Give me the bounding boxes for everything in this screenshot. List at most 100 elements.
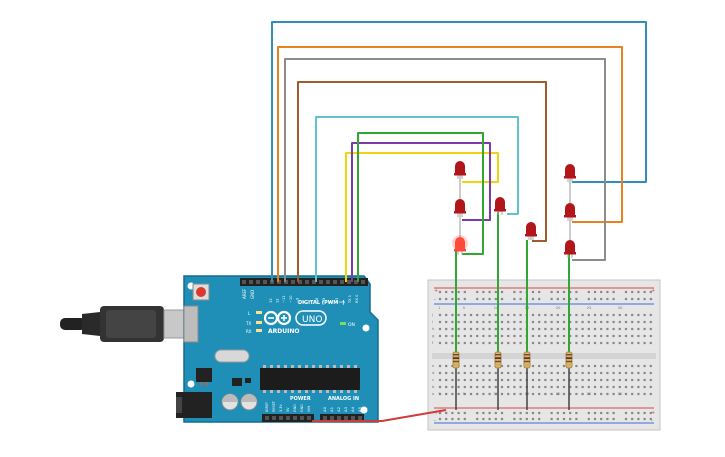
header-pin-hole[interactable]: [333, 280, 337, 284]
terminal-hole[interactable]: [562, 392, 566, 396]
terminal-hole[interactable]: [457, 371, 460, 375]
terminal-hole[interactable]: [581, 320, 584, 324]
wire-purple[interactable]: [351, 142, 491, 282]
terminal-hole[interactable]: [500, 378, 504, 382]
terminal-hole[interactable]: [606, 334, 609, 338]
terminal-hole[interactable]: [649, 327, 652, 331]
terminal-hole[interactable]: [507, 313, 510, 317]
terminal-hole[interactable]: [513, 313, 516, 317]
terminal-hole[interactable]: [457, 334, 460, 338]
rail-hole[interactable]: [562, 297, 566, 301]
terminal-hole[interactable]: [587, 378, 590, 382]
terminal-hole[interactable]: [538, 371, 541, 375]
terminal-hole[interactable]: [637, 327, 640, 331]
rail-hole[interactable]: [562, 290, 566, 294]
rail-hole[interactable]: [631, 417, 634, 421]
terminal-hole[interactable]: [488, 327, 491, 331]
terminal-hole[interactable]: [587, 327, 590, 331]
rail-hole[interactable]: [531, 297, 535, 301]
rail-hole[interactable]: [593, 290, 597, 294]
terminal-hole[interactable]: [575, 341, 578, 345]
terminal-hole[interactable]: [569, 392, 572, 396]
terminal-hole[interactable]: [556, 371, 559, 375]
terminal-hole[interactable]: [550, 341, 553, 345]
terminal-hole[interactable]: [587, 313, 590, 317]
terminal-hole[interactable]: [575, 378, 578, 382]
rail-hole[interactable]: [500, 417, 504, 421]
terminal-hole[interactable]: [649, 313, 652, 317]
terminal-hole[interactable]: [494, 371, 497, 375]
rail-hole[interactable]: [569, 411, 572, 415]
terminal-hole[interactable]: [643, 378, 646, 382]
terminal-hole[interactable]: [500, 364, 504, 368]
terminal-hole[interactable]: [469, 364, 473, 368]
terminal-hole[interactable]: [581, 327, 584, 331]
terminal-hole[interactable]: [500, 341, 504, 345]
terminal-hole[interactable]: [618, 364, 621, 368]
rail-hole[interactable]: [587, 290, 590, 294]
terminal-hole[interactable]: [581, 371, 584, 375]
terminal-hole[interactable]: [457, 385, 460, 389]
terminal-hole[interactable]: [606, 341, 609, 345]
header-pin-hole[interactable]: [305, 280, 309, 284]
rail-hole[interactable]: [649, 297, 652, 301]
terminal-hole[interactable]: [624, 392, 628, 396]
header-pin-hole[interactable]: [323, 416, 327, 420]
header-pin-hole[interactable]: [326, 280, 330, 284]
rail-hole[interactable]: [643, 290, 646, 294]
terminal-hole[interactable]: [649, 371, 652, 375]
rail-hole[interactable]: [513, 411, 516, 415]
terminal-hole[interactable]: [488, 364, 491, 368]
terminal-hole[interactable]: [544, 313, 547, 317]
terminal-hole[interactable]: [457, 341, 460, 345]
led[interactable]: [454, 199, 466, 217]
terminal-hole[interactable]: [624, 364, 628, 368]
rail-hole[interactable]: [482, 290, 485, 294]
terminal-hole[interactable]: [494, 378, 497, 382]
header-pin-hole[interactable]: [286, 416, 290, 420]
rail-hole[interactable]: [538, 297, 541, 301]
terminal-hole[interactable]: [550, 334, 553, 338]
terminal-hole[interactable]: [488, 341, 491, 345]
terminal-hole[interactable]: [600, 385, 603, 389]
rail-hole[interactable]: [463, 417, 466, 421]
terminal-hole[interactable]: [538, 341, 541, 345]
terminal-hole[interactable]: [575, 392, 578, 396]
terminal-hole[interactable]: [581, 364, 584, 368]
terminal-hole[interactable]: [643, 341, 646, 345]
terminal-hole[interactable]: [438, 392, 442, 396]
terminal-hole[interactable]: [606, 392, 609, 396]
rail-hole[interactable]: [606, 290, 609, 294]
terminal-hole[interactable]: [507, 371, 510, 375]
terminal-hole[interactable]: [513, 364, 516, 368]
header-pin-hole[interactable]: [354, 280, 358, 284]
terminal-hole[interactable]: [500, 371, 504, 375]
terminal-hole[interactable]: [637, 385, 640, 389]
rail-hole[interactable]: [451, 417, 454, 421]
header-pin-hole[interactable]: [361, 280, 365, 284]
terminal-hole[interactable]: [562, 327, 566, 331]
terminal-hole[interactable]: [575, 385, 578, 389]
rail-hole[interactable]: [569, 417, 572, 421]
terminal-hole[interactable]: [463, 341, 466, 345]
terminal-hole[interactable]: [618, 371, 621, 375]
terminal-hole[interactable]: [451, 341, 454, 345]
terminal-hole[interactable]: [637, 320, 640, 324]
header-pin-hole[interactable]: [298, 280, 302, 284]
terminal-hole[interactable]: [600, 334, 603, 338]
terminal-hole[interactable]: [606, 313, 609, 317]
terminal-hole[interactable]: [631, 371, 634, 375]
terminal-hole[interactable]: [544, 371, 547, 375]
rail-hole[interactable]: [525, 417, 528, 421]
terminal-hole[interactable]: [494, 334, 497, 338]
terminal-hole[interactable]: [587, 371, 590, 375]
terminal-hole[interactable]: [451, 378, 454, 382]
terminal-hole[interactable]: [507, 364, 510, 368]
terminal-hole[interactable]: [531, 327, 535, 331]
terminal-hole[interactable]: [612, 364, 615, 368]
terminal-hole[interactable]: [569, 385, 572, 389]
terminal-hole[interactable]: [507, 320, 510, 324]
terminal-hole[interactable]: [445, 341, 448, 345]
rail-hole[interactable]: [519, 290, 522, 294]
